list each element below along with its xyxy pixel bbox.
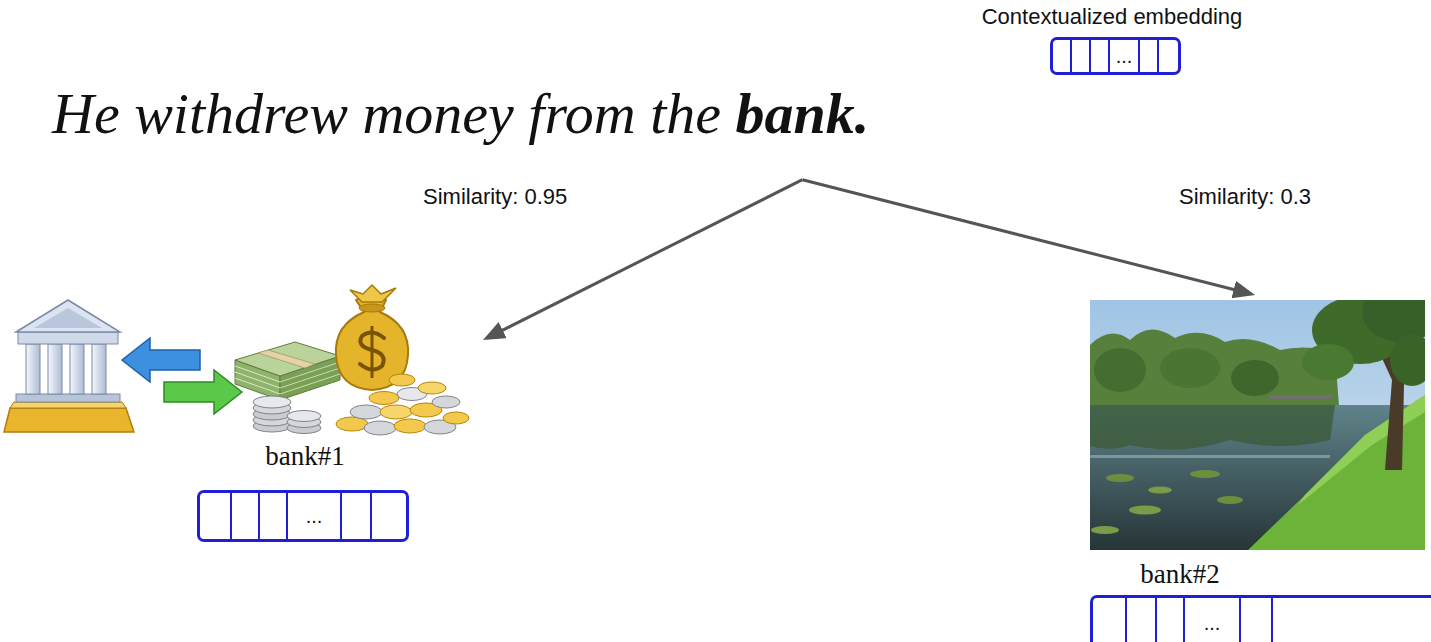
coin-pile-part <box>350 405 382 419</box>
vector-cell <box>1157 598 1185 642</box>
bank-building-icon-part <box>16 394 120 402</box>
vector-cell <box>232 493 260 539</box>
banknote-stack-part <box>280 362 340 382</box>
vector-ellipsis: ... <box>1116 46 1133 66</box>
bank-building-icon-part <box>4 408 134 432</box>
coin-pile <box>336 374 469 435</box>
sense-bank-river: bank#2... <box>1088 295 1431 642</box>
river-photo-part <box>1270 395 1332 399</box>
vector-cell <box>1127 598 1157 642</box>
vector-label: bank#1 <box>265 440 344 472</box>
vector-ellipsis: ... <box>306 506 323 526</box>
target-word: bank. <box>736 81 870 148</box>
banknote-stack <box>235 342 340 400</box>
embedding-vector: Contextualized embedding... <box>962 4 1262 80</box>
bank-building-icon-part <box>92 344 106 394</box>
river-photo-part <box>1298 395 1425 505</box>
vector-cell <box>342 493 372 539</box>
river-photo-part <box>1090 455 1330 458</box>
vector-cell <box>1140 40 1159 72</box>
vector-box: ... <box>1090 595 1431 642</box>
coin-pile-part <box>432 396 460 408</box>
river-photo-part <box>1106 474 1134 482</box>
transfer-arrows-part <box>164 370 242 414</box>
river-photo-part <box>1190 470 1220 478</box>
silver-coin-stacks-part <box>253 396 291 408</box>
bank-building-icon-part <box>26 344 40 394</box>
river-photo <box>1090 300 1425 550</box>
vector-cell <box>1091 40 1110 72</box>
vector-box: ... <box>1050 37 1181 75</box>
bank-building-icon-part <box>48 344 62 394</box>
sentence-text: He withdrew money from the <box>52 81 721 148</box>
vector-ellipsis: ... <box>1204 613 1221 633</box>
banknote-stack-part <box>235 378 280 394</box>
banknote-stack-part <box>235 342 340 376</box>
bank-building-icon-part <box>16 300 120 332</box>
money-bag-part <box>350 285 396 302</box>
coin-pile-part <box>389 374 415 386</box>
money-bag-part <box>359 304 385 312</box>
transfer-arrows-part <box>122 338 200 382</box>
vector-cell <box>1159 40 1178 72</box>
bank-building-icon-part <box>10 402 126 408</box>
banknote-stack-part <box>280 374 340 394</box>
silver-coin-stacks-part <box>287 411 321 422</box>
input-sentence: He withdrew money from thebank. <box>52 81 869 180</box>
banknote-stack-part <box>258 350 315 368</box>
edge-group <box>492 180 1245 336</box>
silver-coin-stacks <box>253 396 321 434</box>
coin-pile-part <box>394 419 426 433</box>
river-photo-part <box>1148 487 1172 494</box>
vector-label: Contextualized embedding <box>982 4 1243 30</box>
bank-building-icon <box>4 300 134 432</box>
river-photo-part <box>1094 348 1146 392</box>
vector-cell <box>1072 40 1091 72</box>
vector-label: bank#2 <box>1140 558 1219 590</box>
vector-cell <box>372 493 406 539</box>
vector-cell <box>1241 598 1273 642</box>
river-photo-part <box>1090 405 1335 449</box>
transfer-arrows <box>122 338 242 414</box>
river-photo-part <box>1302 344 1354 380</box>
vector-cell <box>260 493 288 539</box>
coin-pile-part <box>443 412 469 424</box>
river-photo-part <box>1129 506 1161 515</box>
similarity-label: Similarity: 0.3 <box>1176 184 1314 210</box>
river-photo-part <box>1390 334 1425 386</box>
vector-dots-cell: ... <box>288 493 342 539</box>
coin-pile-part <box>369 392 399 405</box>
bank-building-icon-part <box>70 344 84 394</box>
similarity-label: Similarity: 0.95 <box>420 184 570 210</box>
river-photo-part <box>1231 360 1279 396</box>
sense-bank-financial: bank#1... <box>8 280 483 548</box>
banknote-stack-part <box>280 368 340 388</box>
vector-cell <box>1093 598 1127 642</box>
vector-dots-cell: ... <box>1185 598 1241 642</box>
vector-cell <box>1053 40 1072 72</box>
river-photo-part <box>1160 348 1220 388</box>
bank-building-icon-part <box>34 308 102 328</box>
river-photo-part <box>1091 526 1119 534</box>
vector-cell <box>1273 598 1431 642</box>
vector-dots-cell: ... <box>1110 40 1140 72</box>
river-photo-part <box>1217 496 1243 504</box>
coin-pile-part <box>418 382 446 394</box>
vector-cell <box>200 493 232 539</box>
coin-pile-part <box>364 421 396 435</box>
vector-box: ... <box>197 490 409 542</box>
bank-building-icon-part <box>18 332 118 344</box>
money-bag-part <box>371 326 374 378</box>
coin-pile-part <box>380 405 412 419</box>
